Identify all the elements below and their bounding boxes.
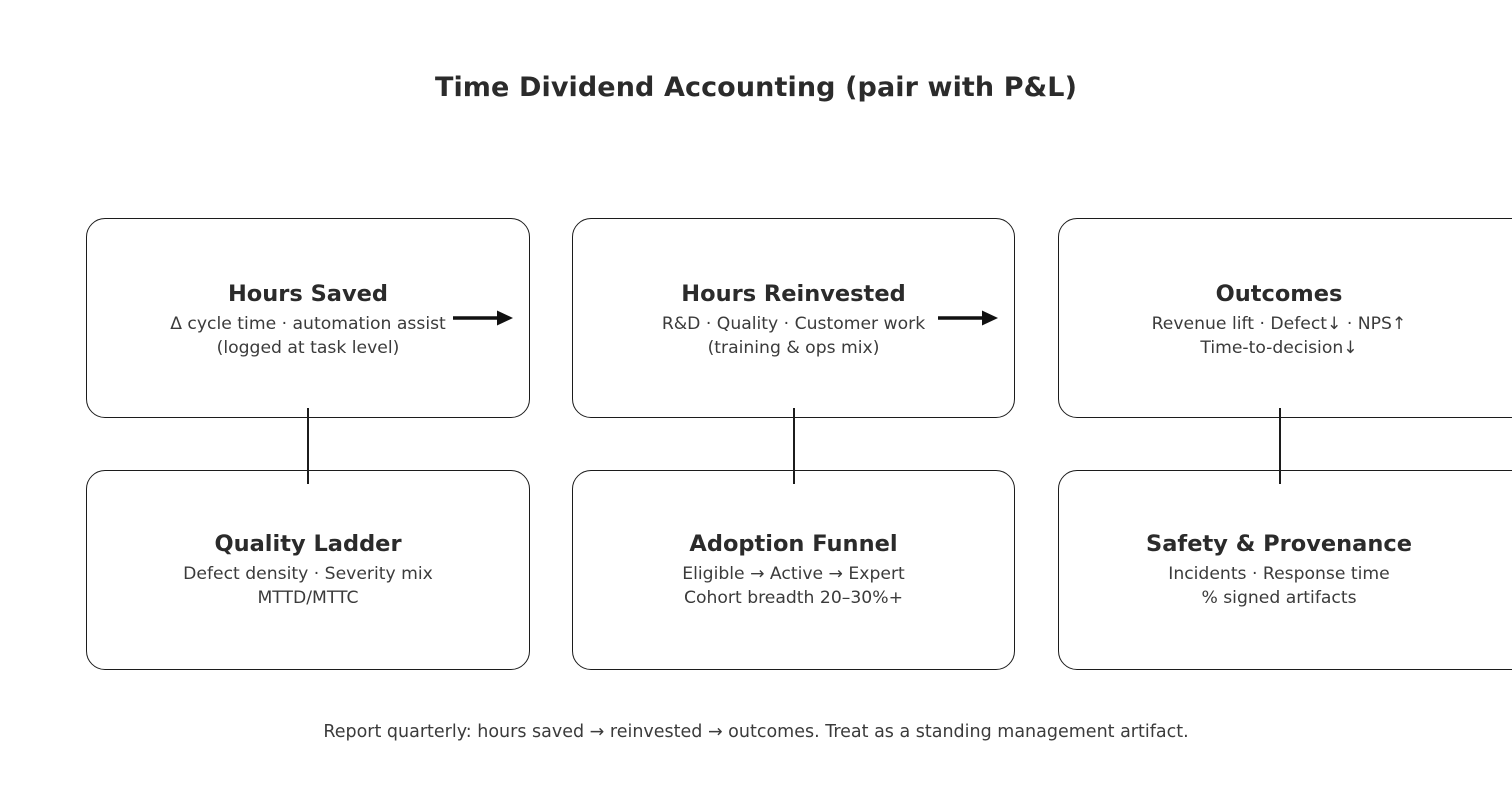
card-hours-saved[interactable]: Hours Saved Δ cycle time · automation as… [86,218,530,418]
card-subtitle-line-1: Eligible → Active → Expert [682,564,905,584]
footer-caption: Report quarterly: hours saved → reinvest… [323,722,1189,742]
card-content: Quality Ladder Defect density · Severity… [87,531,529,610]
page-title: Time Dividend Accounting (pair with P&L) [434,72,1078,103]
card-safety-provenance[interactable]: Safety & Provenance Incidents · Response… [1058,470,1512,670]
card-outcomes[interactable]: Outcomes Revenue lift · Defect↓ · NPS↑ T… [1058,218,1512,418]
card-subtitle-line-1: Incidents · Response time [1168,564,1390,584]
card-quality-ladder[interactable]: Quality Ladder Defect density · Severity… [86,470,530,670]
card-subtitle-line-2: % signed artifacts [1201,587,1357,608]
card-subtitle-line-1: Δ cycle time · automation assist [170,314,446,334]
card-subtitle-line-1: Defect density · Severity mix [183,564,433,584]
card-content: Safety & Provenance Incidents · Response… [1059,531,1512,610]
card-title: Hours Saved [227,281,389,307]
card-title: Quality Ladder [214,531,402,557]
card-content: Hours Reinvested R&D · Quality · Custome… [573,281,1014,360]
card-subtitle-line-2: MTTD/MTTC [257,587,359,608]
card-hours-reinvested[interactable]: Hours Reinvested R&D · Quality · Custome… [572,218,1015,418]
card-subtitle-line-2: Cohort breadth 20–30%+ [684,587,903,608]
card-title: Hours Reinvested [681,281,906,307]
card-title: Outcomes [1215,281,1343,307]
connector-hours-reinvested-to-adoption-funnel [793,408,795,484]
card-subtitle-line-1: R&D · Quality · Customer work [661,314,926,334]
card-subtitle-line-2: (logged at task level) [216,337,400,358]
card-subtitle: Defect density · Severity mix MTTD/MTTC [101,563,515,610]
card-subtitle-line-2: (training & ops mix) [707,337,880,358]
card-subtitle: R&D · Quality · Customer work (training … [587,313,1000,360]
card-content: Hours Saved Δ cycle time · automation as… [87,281,529,360]
card-content: Adoption Funnel Eligible → Active → Expe… [573,531,1014,610]
card-subtitle: Incidents · Response time % signed artif… [1073,563,1485,610]
connector-hours-saved-to-quality-ladder [307,408,309,484]
card-title: Safety & Provenance [1146,531,1412,557]
connector-outcomes-to-safety-provenance [1279,408,1281,484]
card-subtitle: Δ cycle time · automation assist (logged… [101,313,515,360]
card-title: Adoption Funnel [689,531,898,557]
card-subtitle-line-1: Revenue lift · Defect↓ · NPS↑ [1151,314,1407,334]
card-subtitle-line-2: Time-to-decision↓ [1200,337,1358,358]
card-subtitle: Eligible → Active → Expert Cohort breadt… [587,563,1000,610]
card-subtitle: Revenue lift · Defect↓ · NPS↑ Time-to-de… [1073,313,1485,360]
card-adoption-funnel[interactable]: Adoption Funnel Eligible → Active → Expe… [572,470,1015,670]
card-content: Outcomes Revenue lift · Defect↓ · NPS↑ T… [1059,281,1512,360]
